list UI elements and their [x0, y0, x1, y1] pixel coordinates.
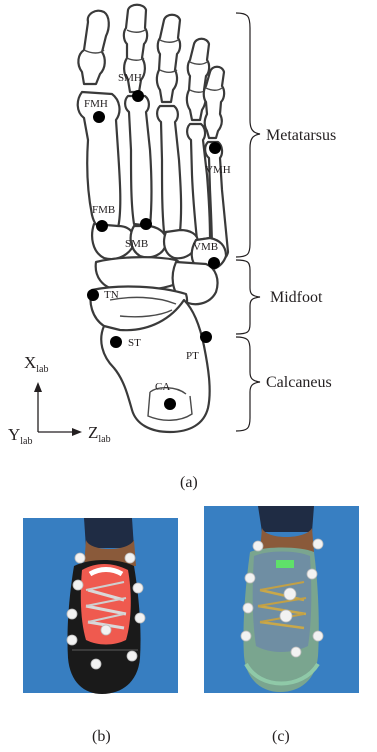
label-st: ST [128, 337, 141, 349]
caption-a: (a) [180, 474, 198, 491]
label-smb: SMB [125, 238, 148, 250]
marker-ca [164, 398, 176, 410]
label-smh: SMH [118, 72, 142, 84]
marker-fmh [93, 111, 105, 123]
label-vmh: VMH [205, 164, 231, 176]
caption-c: (c) [272, 728, 290, 745]
label-fmb: FMB [92, 204, 115, 216]
foot-skeleton-illustration: SMH FMH VMH FMB SMB VMB TN ST PT CA [78, 5, 231, 432]
marker-vmh [209, 142, 221, 154]
axis-label-z: Zlab [88, 423, 111, 445]
label-pt: PT [186, 350, 199, 362]
label-ca: CA [155, 381, 170, 393]
region-label-midfoot: Midfoot [270, 289, 323, 306]
caption-b: (b) [92, 728, 111, 745]
marker-smh [132, 90, 144, 102]
brace-midfoot [236, 260, 260, 334]
label-tn: TN [104, 289, 119, 301]
label-vmb: VMB [193, 241, 218, 253]
axis-label-x: Xlab [24, 353, 49, 375]
brace-metatarsus [236, 13, 260, 257]
photo-b [23, 518, 178, 694]
marker-vmb [208, 257, 220, 269]
marker-tn [87, 289, 99, 301]
brace-calcaneus [236, 337, 260, 431]
label-fmh: FMH [84, 98, 108, 110]
marker-pt [200, 331, 212, 343]
photo-c [204, 506, 359, 693]
toe-3-phalanges [157, 15, 180, 102]
region-label-metatarsus: Metatarsus [266, 127, 336, 144]
marker-st [110, 336, 122, 348]
toe-1-phalanges [78, 11, 108, 84]
axis-label-y: Ylab [8, 425, 33, 447]
region-label-calcaneus: Calcaneus [266, 374, 332, 391]
marker-fmb [96, 220, 108, 232]
marker-smb [140, 218, 152, 230]
lab-axes: Xlab Ylab Zlab [8, 353, 111, 447]
region-braces: Metatarsus Midfoot Calcaneus [236, 13, 336, 431]
